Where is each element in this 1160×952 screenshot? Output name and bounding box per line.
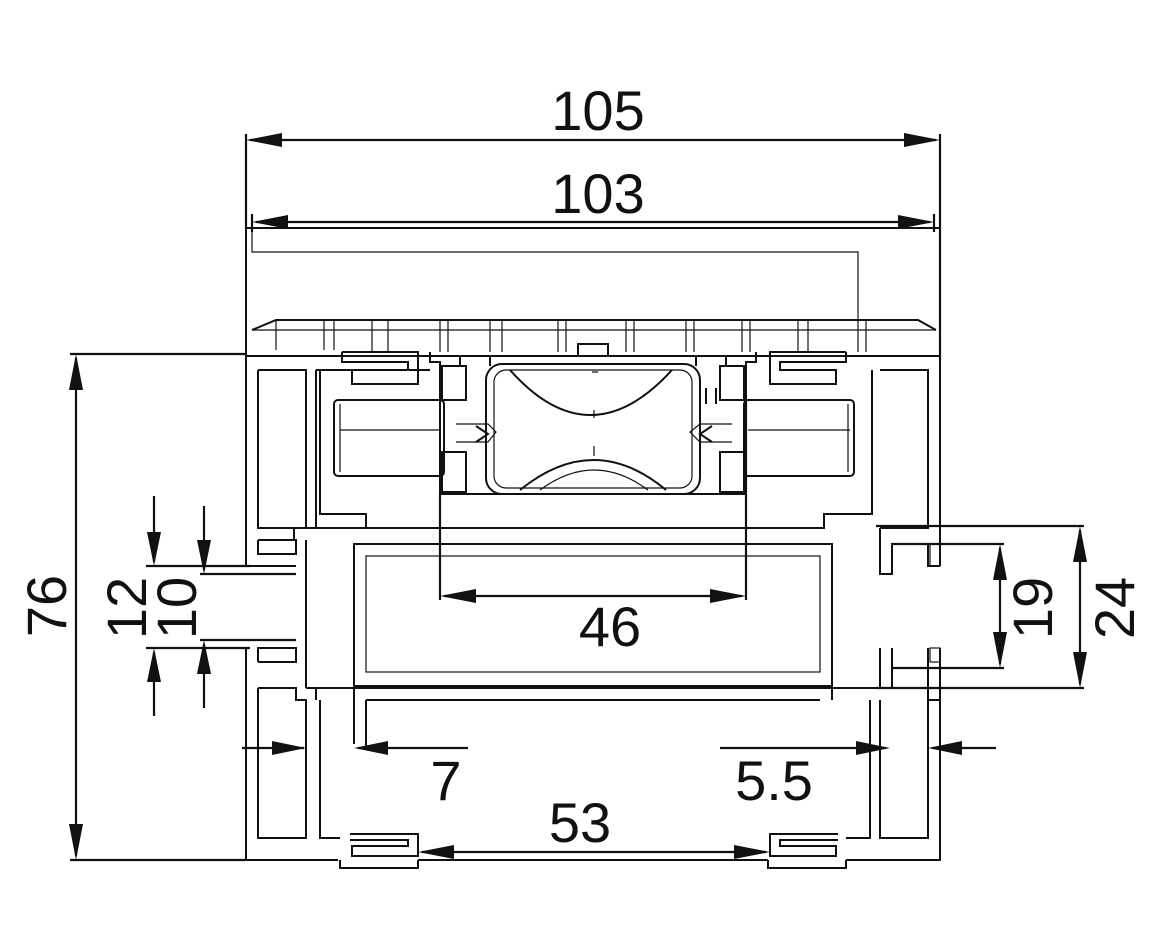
dim-label-left-upper-gap: 12 — [95, 577, 158, 639]
frame-outline — [245, 356, 941, 869]
dim-line-46 — [438, 400, 748, 603]
dim-line-103 — [250, 214, 936, 232]
sash-ribs — [275, 320, 867, 352]
dim-line-12 — [146, 496, 250, 716]
dim-label-frame-height: 76 — [15, 575, 78, 637]
top-clips — [341, 351, 847, 385]
gasket-chambers — [333, 399, 855, 477]
dim-label-bottom-span: 53 — [549, 791, 611, 854]
dim-label-sash-width: 103 — [551, 162, 644, 225]
dim-label-right-inner-gap: 19 — [1001, 577, 1064, 639]
dim-line-10 — [197, 506, 296, 708]
glass-seal-assembly — [429, 343, 757, 495]
dim-line-105 — [244, 133, 942, 360]
dim-label-overall-width: 105 — [551, 79, 644, 142]
dim-label-right-wall: 5.5 — [735, 749, 813, 812]
dim-label-left-wall: 7 — [430, 749, 461, 812]
central-core — [306, 370, 880, 748]
sash-cover — [245, 227, 941, 357]
dim-label-glass-opening: 46 — [579, 595, 641, 658]
dim-line-24 — [876, 524, 1087, 690]
dim-label-left-lower-gap: 10 — [145, 577, 208, 639]
dim-line-7 — [242, 741, 468, 755]
dim-line-19 — [892, 542, 1007, 670]
dim-label-right-outer-gap: 24 — [1083, 577, 1146, 639]
bottom-clips — [350, 833, 838, 857]
right-chambers — [846, 369, 941, 839]
left-chambers — [257, 369, 430, 839]
dim-line-5-5 — [720, 741, 996, 755]
dim-line-53 — [418, 845, 770, 859]
dim-line-76 — [69, 352, 246, 862]
